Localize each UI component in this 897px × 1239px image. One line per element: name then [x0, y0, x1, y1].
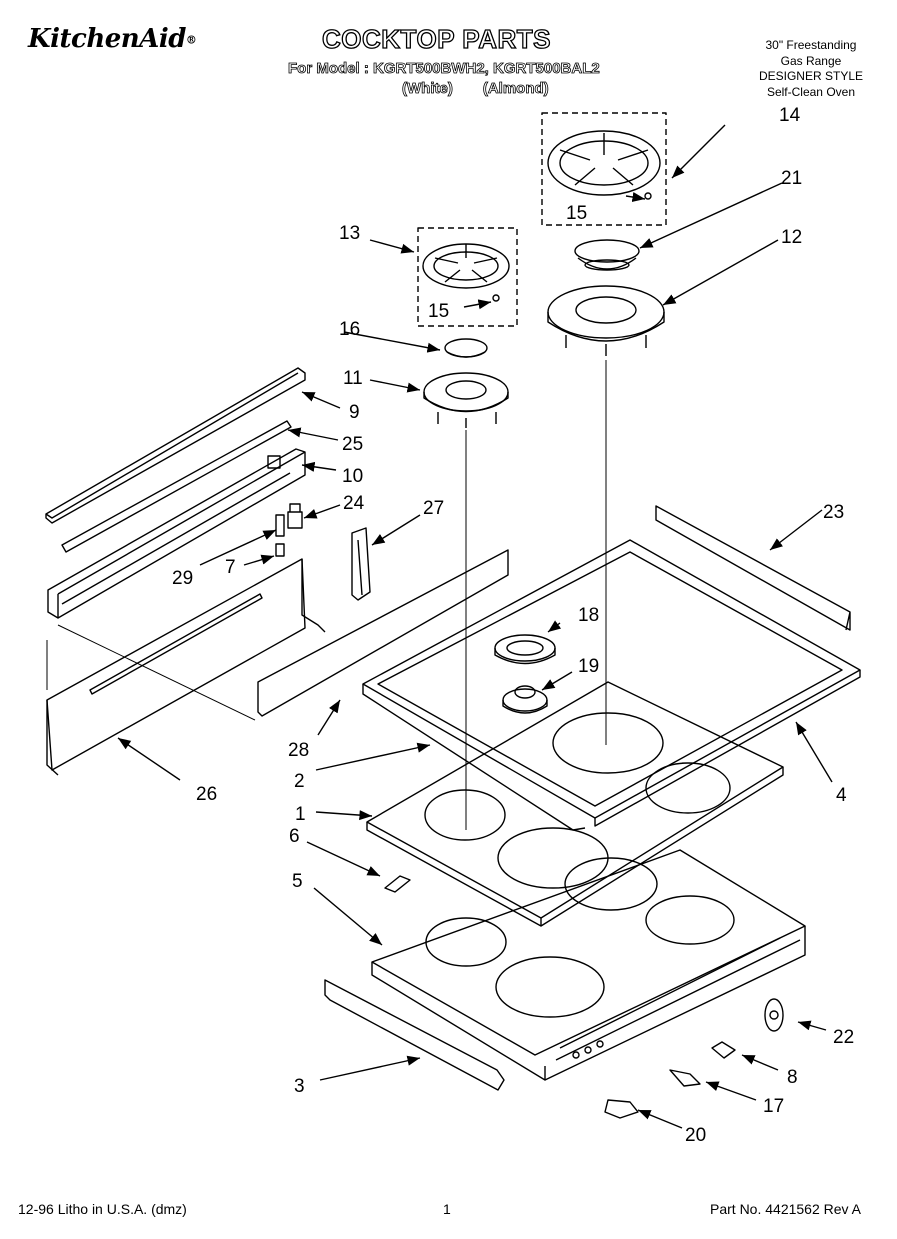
- variant-almond: (Almond): [482, 80, 549, 98]
- description-line: 30" Freestanding: [765, 38, 857, 52]
- callout-21: 21: [781, 168, 802, 189]
- rear-trim-rail: [45, 367, 306, 524]
- callout-1: 1: [295, 804, 306, 825]
- tube-rod: [61, 420, 292, 553]
- front-trim-strip: [257, 549, 509, 717]
- callout-24: 24: [343, 493, 365, 514]
- litho-note: 12-96 Litho in U.S.A. (dmz): [18, 1201, 187, 1217]
- callout-2: 2: [294, 771, 305, 792]
- callout-28: 28: [288, 740, 309, 761]
- callout-20: 20: [685, 1125, 706, 1146]
- callout-17: 17: [763, 1096, 784, 1117]
- side-bracket: [351, 527, 371, 601]
- electrode-part: [604, 1099, 639, 1119]
- brand-logo: KitchenAid®: [28, 24, 197, 54]
- valve-bracket: [275, 503, 303, 557]
- page-title: COCKTOP PARTS: [321, 23, 551, 54]
- callout-14: 14: [779, 105, 801, 126]
- callout-10: 10: [342, 466, 363, 487]
- callout-8: 8: [787, 1067, 798, 1088]
- callout-19: 19: [578, 656, 599, 677]
- callout-25: 25: [342, 434, 363, 455]
- callout-6: 6: [289, 826, 300, 847]
- cooktop-frame: [362, 539, 861, 831]
- side-trim-right: [655, 505, 851, 631]
- small-burner-grate: [417, 227, 518, 327]
- large-burner-cap: [574, 239, 640, 271]
- callout-3: 3: [294, 1076, 305, 1097]
- callout-29: 29: [172, 568, 193, 589]
- description-line: Gas Range: [780, 53, 842, 68]
- callout-13: 13: [339, 223, 360, 244]
- burner-box: [371, 849, 806, 1081]
- callout-5: 5: [292, 871, 303, 892]
- large-burner-base: [547, 285, 665, 356]
- description-line: Self-Clean Oven: [766, 84, 855, 99]
- switch-part: [711, 1041, 736, 1059]
- callout-16: 16: [339, 319, 360, 340]
- large-burner-grate: [541, 112, 667, 226]
- callout-22: 22: [833, 1027, 854, 1048]
- callout-15-small: 15: [428, 301, 449, 322]
- page-number: 1: [443, 1201, 451, 1217]
- orifice-spreader: [502, 685, 548, 714]
- callout-26: 26: [196, 784, 217, 805]
- front-trim: [324, 979, 505, 1091]
- small-burner-base: [423, 372, 509, 428]
- callout-12: 12: [781, 227, 802, 248]
- callout-23: 23: [823, 502, 844, 523]
- clip: [384, 875, 411, 893]
- burner-ring: [494, 634, 556, 665]
- part-number: Part No. 4421562 Rev A: [710, 1201, 861, 1217]
- callout-9: 9: [349, 402, 360, 423]
- glass-cooktop: [366, 681, 784, 927]
- callout-15-large: 15: [566, 203, 587, 224]
- callout-27: 27: [423, 498, 444, 519]
- description-line: DESIGNER STYLE: [758, 69, 863, 83]
- model-variants: (White) (Almond): [402, 80, 549, 98]
- manifold-panel: [47, 448, 306, 619]
- model-numbers: For Model : KGRT500BWH2, KGRT500BAL2: [288, 60, 601, 78]
- callout-4: 4: [836, 785, 847, 806]
- variant-white: (White): [402, 80, 454, 98]
- igniter-part: [669, 1069, 701, 1087]
- product-description: 30" Freestanding Gas Range DESIGNER STYL…: [759, 38, 863, 100]
- control-knob: [764, 998, 784, 1032]
- callout-7: 7: [225, 557, 236, 578]
- callout-11: 11: [343, 368, 363, 389]
- small-burner-cap: [444, 338, 488, 358]
- callout-18: 18: [578, 605, 599, 626]
- rear-panel: [46, 558, 326, 776]
